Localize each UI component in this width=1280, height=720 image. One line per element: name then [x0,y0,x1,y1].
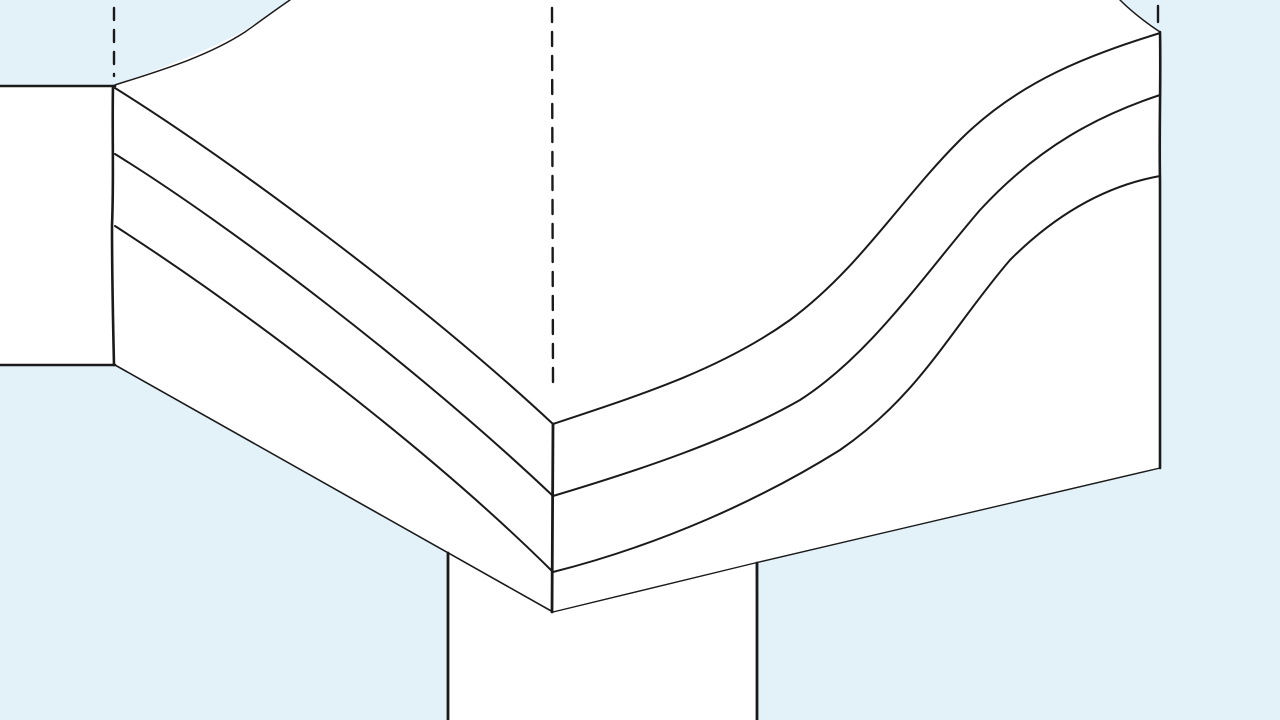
bottom-left-edge [114,364,554,613]
top-edge [114,0,291,86]
layer-2-right-face [552,94,1161,497]
top-surface-fill [115,0,1160,612]
bottom-right-edge [552,467,1161,613]
central-dashed-guide [550,6,555,384]
right-block-edge [1158,30,1162,470]
layer-3-right-face [552,175,1161,573]
paper-fills [0,0,1160,720]
bottom-stem-outline [446,551,759,720]
outlines [0,0,1162,720]
layer-1-left-face [114,87,554,425]
top-edge-right [1119,0,1161,33]
central-corner-edge [550,422,555,614]
dashed-guides [112,4,1160,384]
layer-2-left-face [114,153,554,497]
left-slab-outline [0,84,117,367]
left-block-edge [110,84,116,367]
layer-lines [114,32,1161,573]
left-slab-fill [0,86,115,365]
layer-1-right-face [552,32,1161,425]
layer-3-left-face [114,225,554,573]
bottom-stem-fill [448,553,757,720]
